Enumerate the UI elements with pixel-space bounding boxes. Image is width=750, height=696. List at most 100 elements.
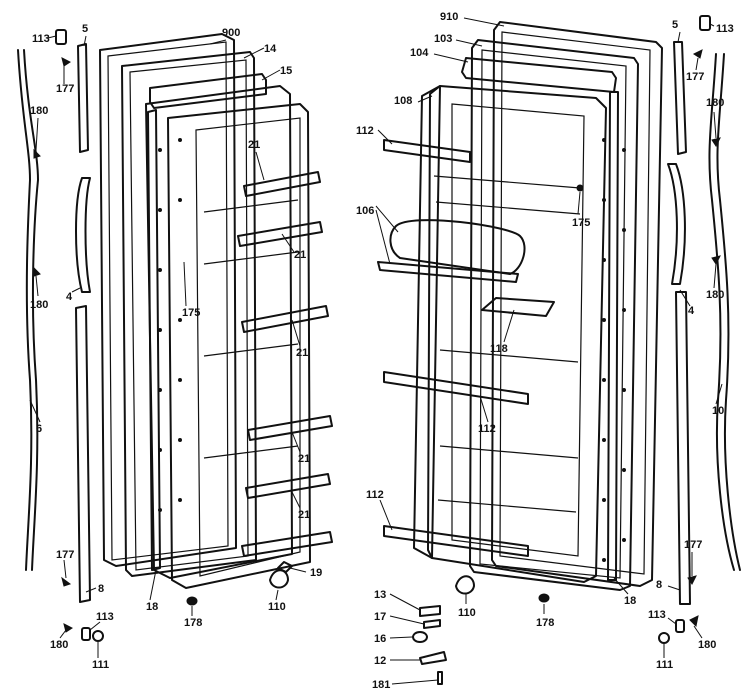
hinge-washer-17 — [423, 619, 441, 629]
callout-103: 103 — [434, 33, 452, 45]
left-liner-frame — [167, 103, 311, 589]
left-shelf-3 — [241, 305, 329, 333]
callout-112-b: 112 — [478, 423, 496, 435]
callout-8-left: 8 — [98, 583, 104, 595]
right-bushing-111 — [658, 632, 670, 644]
right-screw-180-mid — [711, 255, 721, 265]
left-handle-trim-6 — [17, 49, 33, 571]
callout-175-right: 175 — [572, 217, 590, 229]
callout-113-bottom-right: 113 — [648, 609, 666, 621]
hinge-bracket-12 — [419, 651, 447, 665]
left-breaker-strip — [149, 73, 267, 109]
left-screw-177-bottom — [61, 576, 72, 587]
right-handle-cap-5 — [673, 41, 687, 155]
left-screw-177-top — [61, 57, 71, 67]
right-leader-lines — [375, 17, 723, 685]
callout-110-right: 110 — [458, 607, 476, 619]
callout-180-top-left: 180 — [30, 105, 48, 117]
callout-6-left: 6 — [36, 423, 42, 435]
right-plug-175 — [576, 184, 584, 192]
right-shelf-112-bottom — [383, 525, 529, 557]
callout-180-bottom-right: 180 — [698, 639, 716, 651]
callout-113-top-left: 113 — [32, 33, 50, 45]
right-shelf-112-mid — [383, 371, 529, 405]
left-stop-19 — [277, 561, 293, 573]
left-liner-ribs — [203, 199, 299, 459]
callout-8-right: 8 — [656, 579, 662, 591]
callout-5-left: 5 — [82, 23, 88, 35]
right-inner-door-liner — [427, 85, 607, 583]
callout-110-left: 110 — [268, 601, 286, 613]
callout-17: 17 — [374, 611, 386, 623]
callout-113-bottom-left: 113 — [96, 611, 114, 623]
right-bin-106-shelf — [377, 261, 519, 283]
callout-910: 910 — [440, 11, 458, 23]
right-screw-177-top — [693, 49, 703, 59]
callout-180-bottom-left: 180 — [50, 639, 68, 651]
left-handle-trim-6-outer — [23, 49, 39, 571]
left-shelf-4 — [247, 415, 333, 441]
left-door-gasket — [121, 51, 257, 577]
callout-16: 16 — [374, 633, 386, 645]
right-screw-180-top — [711, 137, 721, 147]
callout-18-left: 18 — [146, 601, 158, 613]
callout-111-right: 111 — [656, 659, 673, 671]
callout-175-left: 175 — [182, 307, 200, 319]
right-handle-trim-10 — [708, 53, 735, 571]
callout-180-mid-right: 180 — [706, 289, 724, 301]
right-liner-frame — [413, 85, 441, 559]
right-tray-118 — [481, 297, 555, 317]
left-bushing-178 — [186, 596, 198, 606]
left-handle-cap-5 — [77, 43, 89, 153]
callout-111-left: 111 — [92, 659, 109, 671]
left-hinge-cap-113-bottom — [81, 627, 91, 641]
left-shelf-5 — [245, 473, 331, 499]
left-door-assembly: 113 5 177 180 180 4 6 900 14 15 21 21 21… — [17, 23, 333, 671]
right-door-assembly: 910 103 104 108 112 106 175 118 112 112 … — [356, 11, 741, 691]
right-liner-ribs — [433, 175, 581, 513]
callout-113-top-right: 113 — [716, 23, 734, 35]
callout-112-a: 112 — [356, 125, 374, 137]
callout-5-right: 5 — [672, 19, 678, 31]
hinge-plate-13 — [419, 605, 441, 617]
left-outer-door-panel-inner-edge — [107, 41, 229, 561]
right-screw-180-bottom — [689, 615, 699, 628]
left-handle-cap-8 — [75, 305, 91, 603]
right-handle-4 — [667, 163, 686, 285]
callout-21-c: 21 — [296, 347, 308, 359]
left-hinge-cap-113-top — [55, 29, 67, 45]
callout-106: 106 — [356, 205, 374, 217]
right-liner-dimples — [602, 138, 626, 562]
right-handle-cap-8 — [675, 291, 691, 605]
callout-13: 13 — [374, 589, 386, 601]
left-leader-lines — [29, 35, 307, 658]
right-bushing-178 — [538, 593, 550, 603]
left-shelf-1 — [243, 171, 321, 197]
callout-178-right: 178 — [536, 617, 554, 629]
left-gasket-strip-18 — [147, 109, 161, 571]
callout-900: 900 — [222, 27, 240, 39]
callout-15: 15 — [280, 65, 292, 77]
right-hinge-cap-113-top — [699, 15, 711, 31]
right-bin-106 — [389, 219, 526, 275]
callout-104: 104 — [410, 47, 429, 59]
callout-180-mid-left: 180 — [30, 299, 48, 311]
left-shelf-2 — [237, 221, 323, 247]
left-screw-180-mid — [33, 266, 41, 277]
left-liner-recess — [195, 117, 301, 577]
left-shelf-6 — [241, 531, 333, 557]
callout-21-d: 21 — [298, 453, 310, 465]
callout-177-bottom-right: 177 — [684, 539, 702, 551]
left-door-shelves — [237, 171, 333, 557]
callout-177-top-left: 177 — [56, 83, 74, 95]
right-cam-110 — [455, 575, 475, 595]
left-handle-4 — [75, 177, 91, 293]
hinge-screw-181 — [437, 671, 443, 685]
callout-177-top-right: 177 — [686, 71, 704, 83]
left-outer-door-panel — [99, 33, 237, 567]
callout-180-top-right: 180 — [706, 97, 724, 109]
left-screw-180-top — [33, 148, 41, 159]
left-bushing-111 — [92, 630, 104, 642]
right-shelf-112-top — [383, 139, 471, 163]
